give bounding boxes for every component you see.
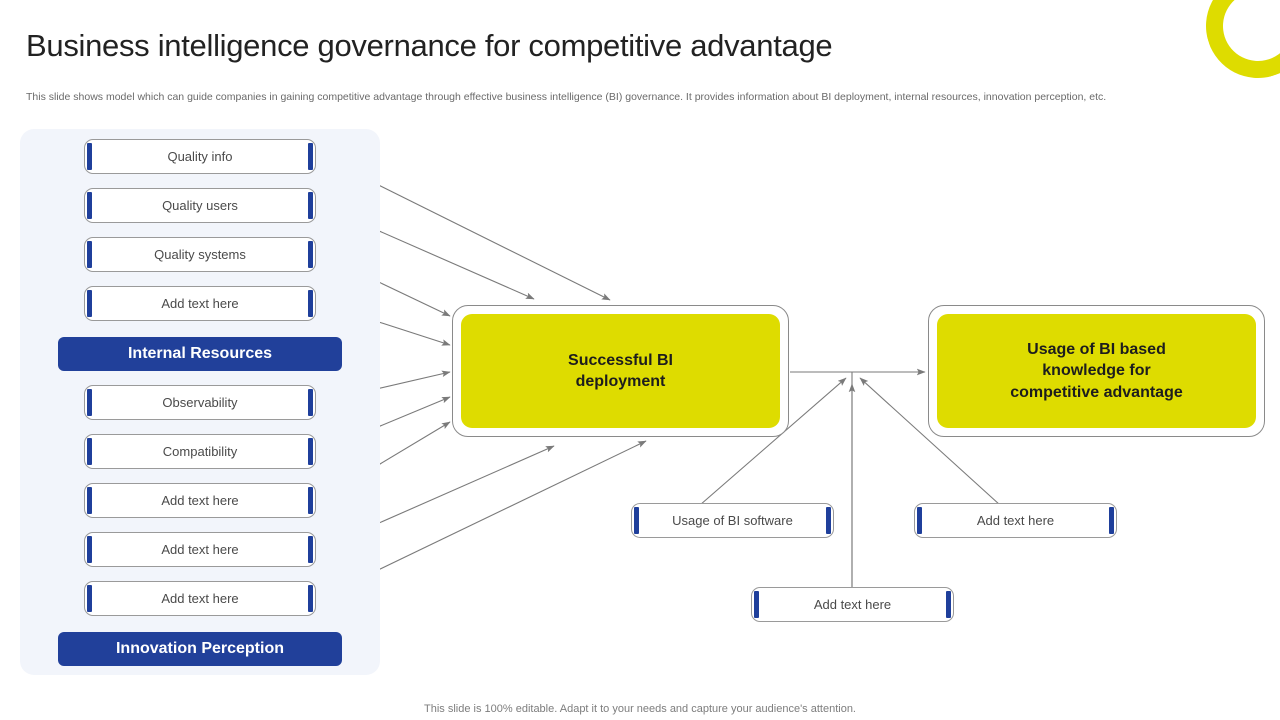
item-label: Observability [162, 395, 238, 410]
outcome-label-line1: Usage of BI based [1027, 341, 1166, 359]
list-item[interactable]: Add text here [84, 532, 316, 567]
slide-subtitle: This slide shows model which can guide c… [26, 91, 1107, 103]
item-label: Add text here [161, 493, 239, 508]
list-item[interactable]: Quality info [84, 139, 316, 174]
outcome-label: Usage of BI based knowledge for competit… [1010, 339, 1183, 402]
page-title: Business intelligence governance for com… [26, 28, 833, 63]
supporting-box-usage-of-bi-software[interactable]: Usage of BI software [631, 503, 834, 538]
item-label: Quality systems [154, 247, 246, 262]
item-label: Quality users [162, 198, 238, 213]
item-label: Add text here [161, 591, 239, 606]
item-label: Compatibility [162, 444, 238, 459]
outcome-label-line1: Successful BI [568, 351, 673, 369]
list-item[interactable]: Add text here [84, 581, 316, 616]
group-label-internal-resources[interactable]: Internal Resources [58, 337, 342, 371]
supporting-box-label: Add text here [813, 597, 892, 612]
outcome-box-competitive-advantage[interactable]: Usage of BI based knowledge for competit… [928, 305, 1265, 437]
list-item[interactable]: Compatibility [84, 434, 316, 469]
outcome-label-line2: deployment [575, 373, 666, 390]
outcome-box-successful-bi-deployment[interactable]: Successful BI deployment [452, 305, 789, 437]
list-item[interactable]: Add text here [84, 483, 316, 518]
list-item[interactable]: Observability [84, 385, 316, 420]
list-item[interactable]: Quality systems [84, 237, 316, 272]
supporting-box-bottom[interactable]: Add text here [751, 587, 954, 622]
list-item[interactable]: Quality users [84, 188, 316, 223]
supporting-box-right[interactable]: Add text here [914, 503, 1117, 538]
outcome-box-inner: Successful BI deployment [461, 314, 780, 428]
outcome-box-inner: Usage of BI based knowledge for competit… [937, 314, 1256, 428]
outcome-label-line2: knowledge for [1042, 362, 1151, 380]
outcome-label: Successful BI deployment [568, 350, 673, 392]
group-label-text: Innovation Perception [115, 640, 284, 657]
item-label: Add text here [161, 542, 239, 557]
slide-footer-note: This slide is 100% editable. Adapt it to… [424, 703, 856, 715]
list-item[interactable]: Add text here [84, 286, 316, 321]
item-label: Add text here [161, 296, 239, 311]
item-label: Quality info [167, 149, 233, 164]
group-label-innovation-perception[interactable]: Innovation Perception [58, 632, 342, 666]
ring-arc-icon [1192, 0, 1280, 92]
group-label-text: Internal Resources [127, 345, 273, 362]
outcome-label-line3: competitive advantage [1010, 383, 1183, 401]
supporting-box-label: Add text here [976, 513, 1055, 528]
supporting-box-label: Usage of BI software [672, 513, 793, 528]
